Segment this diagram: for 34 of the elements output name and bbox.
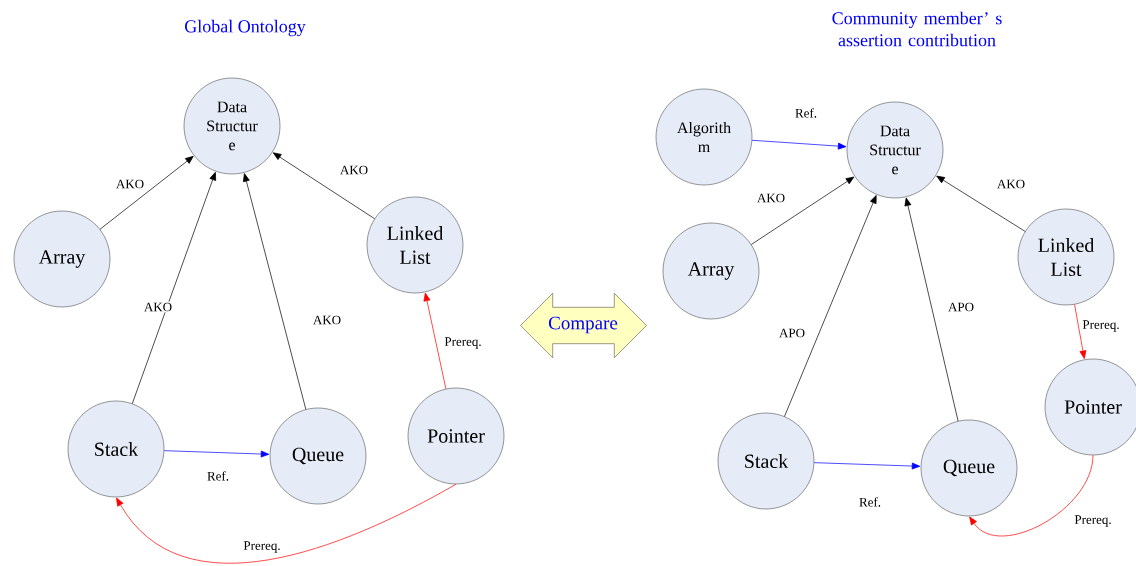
double-arrow	[520, 293, 647, 358]
arrow	[99, 155, 194, 230]
edge-label: Ref.	[858, 496, 882, 508]
edge-label: APO	[778, 327, 806, 339]
edge-label: Prereq.	[443, 336, 483, 350]
arrow	[813, 462, 921, 470]
arrow	[131, 171, 217, 404]
edge-label: Compare	[548, 316, 618, 334]
arrow	[423, 292, 447, 390]
arrow	[904, 197, 959, 422]
arrow	[243, 173, 307, 410]
title: Community member’ s assertion contribution	[832, 11, 1002, 47]
title: Global Ontology	[185, 19, 306, 37]
arrow	[936, 175, 1026, 232]
arrow	[163, 450, 270, 458]
arrow	[1074, 304, 1087, 359]
edge-label: Prereq.	[242, 540, 282, 554]
edge-label: AKO	[142, 301, 174, 313]
arrow	[272, 152, 375, 220]
edge-label: APO	[947, 301, 975, 313]
edge-label: Ref.	[206, 470, 230, 482]
edge-label: AKO	[114, 178, 146, 190]
edge-label: AKO	[755, 192, 787, 204]
edge-label: AKO	[311, 314, 343, 326]
edge-label: AKO	[338, 164, 370, 176]
edge-label: Ref.	[794, 107, 818, 119]
edge-label: Prereq.	[1081, 319, 1121, 333]
arrow	[116, 483, 457, 564]
edge-label: Prereq.	[1073, 514, 1113, 528]
arrow	[751, 139, 847, 150]
arrow	[969, 454, 1094, 537]
arrow	[784, 195, 877, 417]
edge-label: AKO	[995, 178, 1027, 190]
arrow	[750, 176, 855, 245]
